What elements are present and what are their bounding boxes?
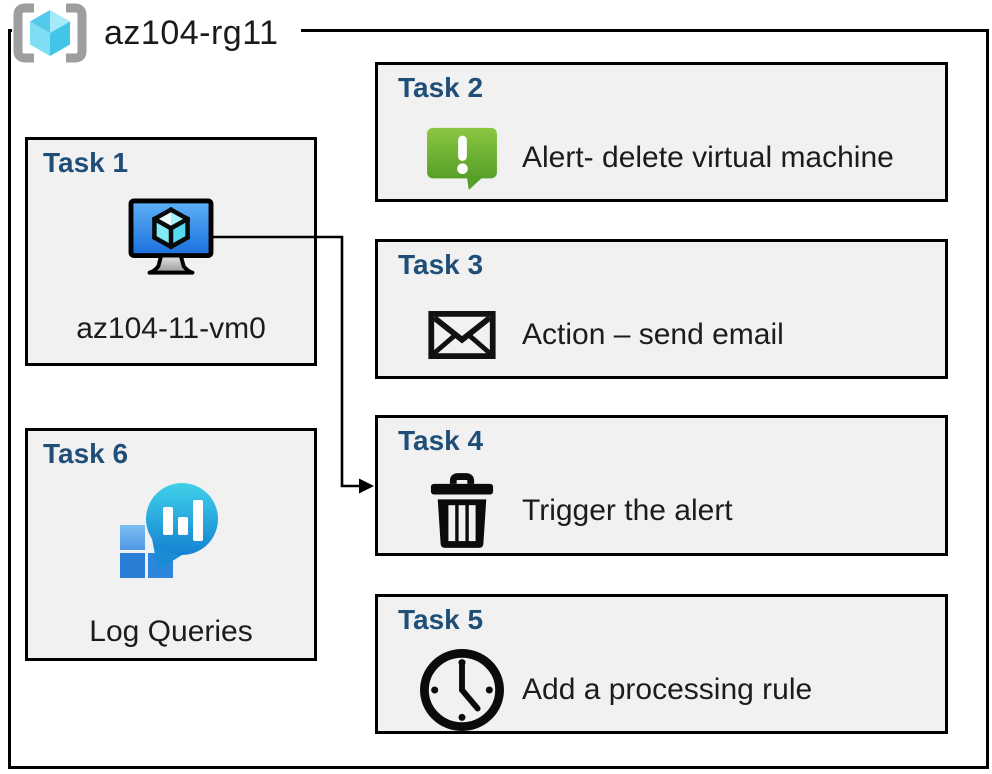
email-icon xyxy=(416,311,508,359)
task-2-label: Alert- delete virtual machine xyxy=(522,141,894,174)
task-6-label: Log Queries xyxy=(89,615,253,648)
clock-icon xyxy=(416,649,508,731)
trash-icon xyxy=(416,473,508,549)
task-box-3: Task 3 Action – send email xyxy=(375,239,948,379)
task-box-1: Task 1 xyxy=(25,137,317,366)
task-box-6: Task 6 Log Q xyxy=(25,428,317,661)
task-5-heading: Task 5 xyxy=(398,604,484,635)
resource-group-title: az104-rg11 xyxy=(104,13,279,52)
task-5-label: Add a processing rule xyxy=(522,673,813,706)
task-box-2: Task 2 Alert- delete virtual machine xyxy=(375,62,948,202)
task-4-heading: Task 4 xyxy=(398,425,484,456)
resource-group-label: az104-rg11 xyxy=(12,2,301,64)
virtual-machine-icon xyxy=(128,198,214,278)
task-6-heading: Task 6 xyxy=(43,438,129,469)
task-2-heading: Task 2 xyxy=(398,72,484,103)
task-1-heading: Task 1 xyxy=(43,147,129,178)
alert-icon xyxy=(416,125,508,191)
task-box-5: Task 5 Add a processing rule xyxy=(375,594,948,734)
task-3-heading: Task 3 xyxy=(398,249,484,280)
task-3-label: Action – send email xyxy=(522,318,784,351)
log-queries-icon xyxy=(118,481,224,581)
task-1-label: az104-11-vm0 xyxy=(76,312,266,345)
task-4-label: Trigger the alert xyxy=(522,494,733,527)
resource-group-icon xyxy=(12,3,88,63)
task-box-4: Task 4 Trigger the alert xyxy=(375,415,948,556)
